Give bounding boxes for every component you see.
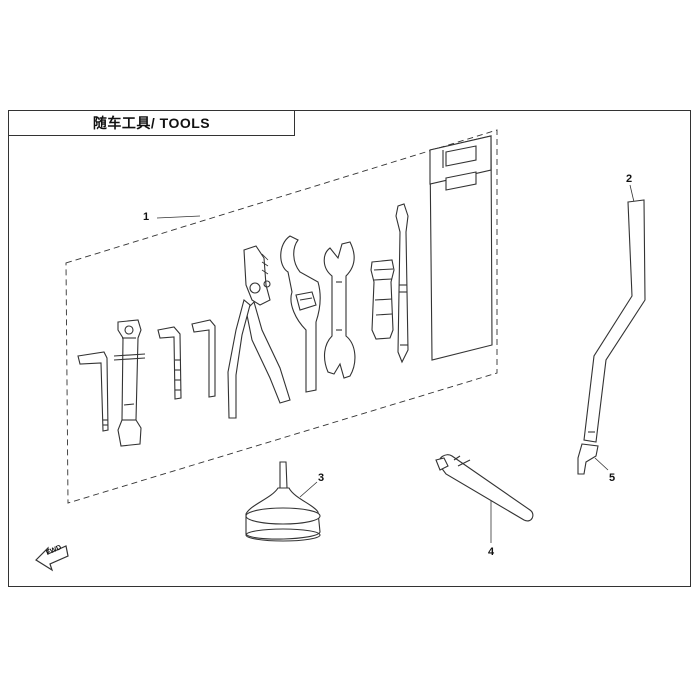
callout-label: 2 xyxy=(626,173,633,185)
tire-gauge-icon xyxy=(435,454,534,522)
callout-5-leader xyxy=(594,457,609,471)
title-box: 随车工具/ TOOLS xyxy=(8,110,295,136)
callout-1-leader xyxy=(156,215,201,219)
box-wrench-icon xyxy=(113,319,146,447)
diagram-frame xyxy=(8,110,691,587)
page-title: 随车工具/ TOOLS xyxy=(92,115,211,131)
hex-key-icon xyxy=(77,351,109,432)
hook-spanner-icon xyxy=(280,235,321,393)
valve-nozzle-icon xyxy=(577,443,599,475)
callout-label: 4 xyxy=(488,546,495,558)
callout-label: 5 xyxy=(609,472,616,484)
extension-tube-icon xyxy=(583,199,646,443)
open-wrench-icon xyxy=(323,241,356,379)
hex-key-icon xyxy=(191,319,216,398)
hex-key-icon xyxy=(157,326,182,400)
pliers-icon xyxy=(227,245,291,419)
tool-kit-outline xyxy=(65,129,498,504)
forward-arrow-icon xyxy=(35,545,69,572)
funnel-icon xyxy=(245,461,321,542)
callout-2-leader xyxy=(629,184,635,203)
screwdriver-icon xyxy=(395,203,409,364)
callout-label: 3 xyxy=(318,472,325,484)
screwdriver-handle-icon xyxy=(370,259,395,340)
callout-label: 1 xyxy=(143,211,150,223)
callout-3-leader xyxy=(299,481,318,498)
tool-bag-icon xyxy=(429,135,493,361)
